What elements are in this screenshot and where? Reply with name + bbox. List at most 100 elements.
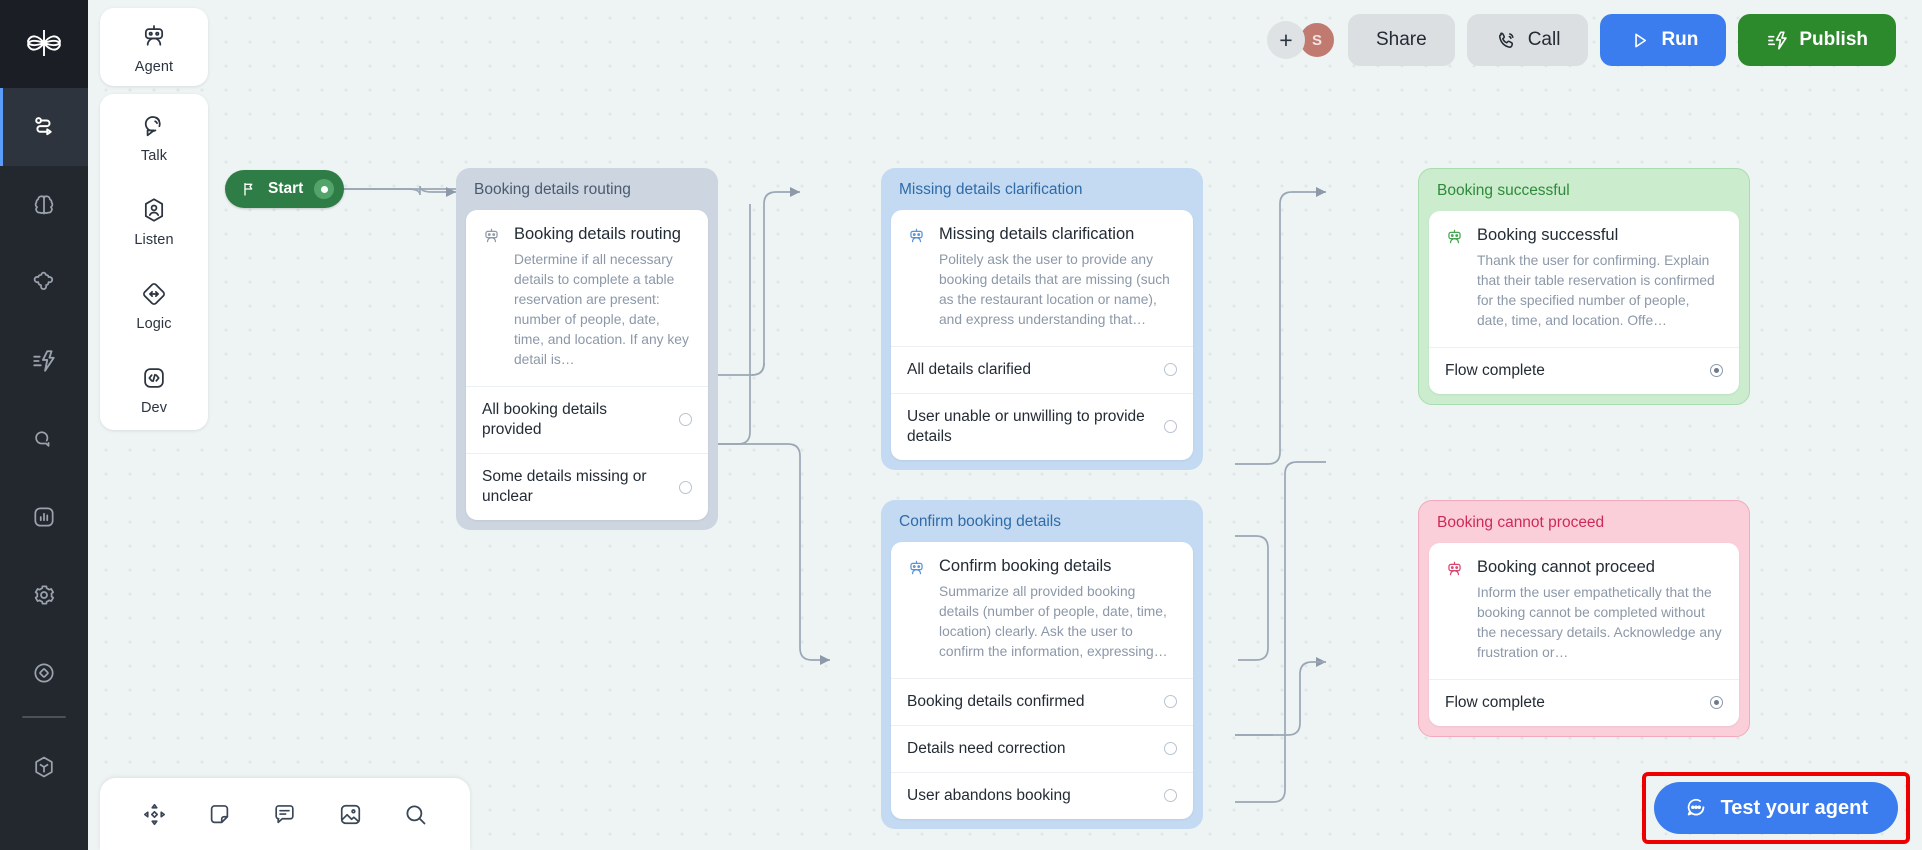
palette-item-dev[interactable]: Dev bbox=[100, 346, 208, 430]
node-description: Determine if all necessary details to co… bbox=[514, 251, 689, 367]
palette-group: Talk Listen bbox=[100, 94, 208, 430]
sidebar-item-target[interactable] bbox=[0, 634, 88, 712]
outlet-port[interactable] bbox=[1164, 420, 1177, 434]
arrow-head bbox=[820, 655, 830, 665]
top-toolbar: + S Share Call Run Publish bbox=[1267, 14, 1896, 66]
sidebar-item-chat[interactable] bbox=[0, 400, 88, 478]
publish-bolt-icon bbox=[1768, 30, 1788, 50]
diamond-arrows-icon bbox=[100, 279, 208, 309]
app-logo[interactable] bbox=[0, 0, 88, 88]
palette-item-listen[interactable]: Listen bbox=[100, 178, 208, 262]
image-icon[interactable] bbox=[328, 792, 372, 836]
palette-item-agent[interactable]: Agent bbox=[100, 8, 208, 86]
arrow-head bbox=[790, 187, 800, 197]
flow-node-booking-successful[interactable]: Booking successful Booking successful Th… bbox=[1418, 168, 1750, 405]
test-agent-label: Test your agent bbox=[1720, 796, 1868, 819]
start-node[interactable]: Start bbox=[225, 170, 345, 208]
call-button[interactable]: Call bbox=[1466, 14, 1589, 66]
node-outlet[interactable]: Flow complete bbox=[1429, 346, 1739, 394]
test-your-agent-button[interactable]: Test your agent bbox=[1653, 782, 1898, 834]
node-title: Confirm booking details bbox=[939, 557, 1112, 575]
node-outlet[interactable]: Flow complete bbox=[1429, 678, 1739, 726]
collaborator-avatars: + S bbox=[1267, 21, 1336, 59]
sidebar-item-analytics[interactable] bbox=[0, 478, 88, 556]
outlet-port[interactable] bbox=[679, 413, 692, 427]
sidebar-item-cube[interactable] bbox=[0, 728, 88, 806]
palette-item-label: Listen bbox=[134, 232, 174, 248]
flow-node-confirm-booking-details[interactable]: Confirm booking details Confirm booking … bbox=[881, 500, 1203, 830]
canvas-tool-dock bbox=[100, 778, 470, 850]
node-header-label: Booking details routing bbox=[474, 181, 631, 198]
move-tool-icon[interactable] bbox=[133, 792, 177, 836]
node-outlet[interactable]: User unable or unwilling to provide deta… bbox=[891, 392, 1193, 460]
node-header-label: Missing details clarification bbox=[899, 181, 1083, 198]
arrow-head bbox=[1316, 187, 1326, 197]
node-outlet[interactable]: All booking details provided bbox=[466, 385, 708, 453]
comment-icon[interactable] bbox=[263, 792, 307, 836]
palette-item-label: Talk bbox=[140, 148, 168, 164]
node-header-label: Booking cannot proceed bbox=[1437, 514, 1605, 531]
node-outlet[interactable]: User abandons booking bbox=[891, 771, 1193, 819]
share-button[interactable]: Share bbox=[1348, 14, 1455, 66]
sidebar-item-puzzle[interactable] bbox=[0, 244, 88, 322]
publish-button[interactable]: Publish bbox=[1738, 14, 1896, 66]
node-title: Missing details clarification bbox=[939, 225, 1135, 243]
speech-bubble-icon bbox=[100, 111, 208, 141]
sidebar-item-settings[interactable] bbox=[0, 556, 88, 634]
phone-icon bbox=[1498, 32, 1514, 48]
person-hex-icon bbox=[100, 195, 208, 225]
palette-item-talk[interactable]: Talk bbox=[100, 94, 208, 178]
node-description: Summarize all provided booking details (… bbox=[939, 583, 1168, 659]
outlet-label: Flow complete bbox=[1445, 361, 1545, 379]
outlet-label: Details need correction bbox=[907, 739, 1066, 757]
node-palette: Agent Talk bbox=[100, 8, 208, 430]
outlet-label: Flow complete bbox=[1445, 693, 1545, 711]
node-body: Booking details routing Determine if all… bbox=[466, 210, 708, 521]
outlet-label: Some details missing or unclear bbox=[482, 467, 647, 506]
robot-icon bbox=[1445, 225, 1465, 331]
outlet-port[interactable] bbox=[1164, 363, 1177, 377]
palette-item-label: Dev bbox=[140, 400, 168, 416]
flow-node-booking-details-routing[interactable]: Booking details routing Booking details … bbox=[456, 168, 718, 531]
publish-label: Publish bbox=[1799, 29, 1868, 50]
node-body: Missing details clarification Politely a… bbox=[891, 210, 1193, 461]
node-description: Thank the user for confirming. Explain t… bbox=[1477, 252, 1715, 328]
search-icon[interactable] bbox=[393, 792, 437, 836]
robot-icon bbox=[100, 22, 208, 52]
outlet-port[interactable] bbox=[1164, 789, 1177, 803]
node-description: Politely ask the user to provide any boo… bbox=[939, 251, 1170, 327]
chat-dots-icon bbox=[1687, 798, 1704, 816]
code-icon bbox=[100, 363, 208, 393]
node-outlet[interactable]: Booking details confirmed bbox=[891, 677, 1193, 725]
add-collaborator-button[interactable]: + bbox=[1267, 21, 1305, 59]
flow-canvas[interactable]: Start Booking details routing Booking d bbox=[88, 0, 1922, 850]
outlet-port[interactable] bbox=[679, 480, 692, 494]
node-header-label: Booking successful bbox=[1437, 182, 1570, 199]
outlet-port[interactable] bbox=[1164, 742, 1177, 756]
sidebar-item-brain[interactable] bbox=[0, 166, 88, 244]
sidebar-item-actions[interactable] bbox=[0, 322, 88, 400]
flow-node-missing-details-clarification[interactable]: Missing details clarification Missing de… bbox=[881, 168, 1203, 471]
outlet-label: Booking details confirmed bbox=[907, 692, 1085, 710]
node-title: Booking successful bbox=[1477, 226, 1619, 244]
sticky-note-icon[interactable] bbox=[198, 792, 242, 836]
robot-icon bbox=[907, 224, 927, 330]
share-label: Share bbox=[1376, 29, 1427, 50]
outlet-port[interactable] bbox=[1164, 695, 1177, 709]
robot-icon bbox=[482, 224, 502, 370]
node-title: Booking cannot proceed bbox=[1477, 558, 1655, 576]
palette-item-logic[interactable]: Logic bbox=[100, 262, 208, 346]
start-output-port[interactable] bbox=[314, 179, 335, 199]
sidebar-item-flow[interactable] bbox=[0, 88, 88, 166]
run-button[interactable]: Run bbox=[1600, 14, 1727, 66]
node-outlet[interactable]: Details need correction bbox=[891, 724, 1193, 772]
node-body: Booking cannot proceed Inform the user e… bbox=[1429, 543, 1739, 726]
flow-node-booking-cannot-proceed[interactable]: Booking cannot proceed Booking cannot pr… bbox=[1418, 500, 1750, 737]
node-outlet[interactable]: Some details missing or unclear bbox=[466, 452, 708, 520]
node-outlet[interactable]: All details clarified bbox=[891, 345, 1193, 393]
rail-divider bbox=[22, 716, 66, 718]
left-icon-rail bbox=[0, 0, 88, 850]
test-agent-highlight: Test your agent bbox=[1641, 772, 1910, 844]
outlet-port[interactable] bbox=[1710, 696, 1723, 710]
outlet-port[interactable] bbox=[1710, 364, 1723, 378]
